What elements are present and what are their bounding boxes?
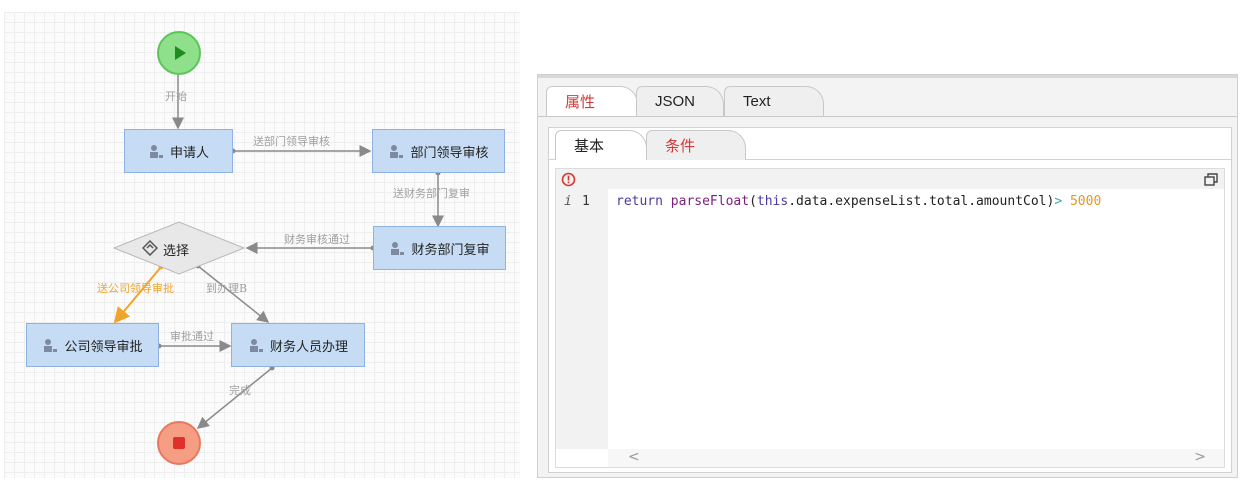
user-icon bbox=[149, 145, 163, 158]
user-icon bbox=[249, 339, 263, 352]
scroll-right-button[interactable]: > bbox=[1194, 449, 1206, 465]
node-label: 申请人 bbox=[169, 145, 209, 161]
stop-icon bbox=[173, 437, 185, 449]
code-line[interactable]: return parseFloat(this.data.expenseList.… bbox=[616, 194, 1101, 209]
subtab-row-divider bbox=[549, 159, 1231, 160]
code-paren-close: ) bbox=[1046, 194, 1055, 209]
user-icon bbox=[390, 145, 404, 158]
choice-gateway-shape bbox=[112, 221, 246, 275]
node-finance-staff[interactable]: 财务人员办理 bbox=[231, 323, 365, 367]
play-icon bbox=[175, 46, 186, 60]
editor-toolbar bbox=[556, 169, 1224, 189]
info-marker-icon: i bbox=[564, 194, 572, 209]
tab-row-divider bbox=[538, 116, 1237, 117]
edge-label-finance-pass: 财务审核通过 bbox=[284, 233, 350, 246]
code-path: .data.expenseList.total.amountCol bbox=[788, 194, 1047, 209]
code-keyword-this: this bbox=[756, 194, 789, 209]
edge-label-start: 开始 bbox=[165, 90, 187, 103]
edge-label-to-company: 送公司领导审批 bbox=[97, 282, 174, 295]
code-operator: > bbox=[1054, 194, 1063, 209]
edge-label-to-finance: 送财务部门复审 bbox=[393, 187, 470, 200]
node-label: 部门领导审核 bbox=[410, 145, 489, 161]
line-number: 1 bbox=[582, 194, 590, 209]
node-label: 财务部门复审 bbox=[411, 242, 490, 258]
workflow-canvas[interactable]: 申请人 部门领导审核 财务部门复审 公司领导审批 财务人员办理 选择 开始 送部… bbox=[4, 12, 520, 478]
subtab-basic[interactable]: 基本 bbox=[555, 130, 647, 160]
tab-properties[interactable]: 属性 bbox=[546, 86, 638, 116]
edge-label-approve-pass: 审批通过 bbox=[170, 330, 214, 343]
start-node[interactable] bbox=[157, 31, 201, 75]
editor-gutter: i 1 bbox=[556, 189, 608, 449]
edge-complete bbox=[196, 367, 273, 429]
panel-top-border bbox=[538, 75, 1237, 78]
node-dept-review[interactable]: 部门领导审核 bbox=[372, 129, 505, 173]
scroll-left-button[interactable]: < bbox=[628, 449, 640, 465]
gateway-label: 选择 bbox=[163, 244, 190, 259]
edge-label-complete: 完成 bbox=[229, 384, 251, 397]
tab-text[interactable]: Text bbox=[724, 86, 824, 116]
node-company-approval[interactable]: 公司领导审批 bbox=[26, 323, 159, 367]
node-finance-recheck[interactable]: 财务部门复审 bbox=[373, 226, 506, 270]
code-paren-open: ( bbox=[749, 194, 757, 209]
end-node[interactable] bbox=[157, 421, 201, 465]
code-number: 5000 bbox=[1069, 194, 1102, 209]
node-label: 财务人员办理 bbox=[269, 339, 348, 355]
node-label: 公司领导审批 bbox=[64, 339, 143, 355]
flow-connectors bbox=[112, 75, 444, 429]
restore-window-icon[interactable] bbox=[1204, 173, 1218, 186]
edge-label-to-staff: 到办理B bbox=[206, 282, 248, 295]
edge-to-company bbox=[113, 266, 162, 324]
code-keyword-return: return bbox=[616, 194, 663, 209]
error-icon bbox=[561, 172, 576, 187]
horizontal-scrollbar[interactable]: < > bbox=[608, 449, 1224, 467]
code-editor[interactable]: i 1 return parseFloat(this.data.expenseL… bbox=[555, 168, 1225, 468]
property-panel: 属性 JSON Text 基本 条件 i 1 return pa bbox=[537, 74, 1238, 478]
gateway-icon bbox=[142, 240, 158, 256]
properties-content: 基本 条件 i 1 return parseFloat(this.data.ex… bbox=[548, 127, 1232, 473]
subtab-condition[interactable]: 条件 bbox=[646, 130, 746, 160]
edge-to-staff bbox=[197, 265, 270, 323]
user-icon bbox=[391, 242, 405, 255]
node-applicant[interactable]: 申请人 bbox=[124, 129, 233, 173]
edge-label-to-dept: 送部门领导审核 bbox=[253, 135, 330, 148]
user-icon bbox=[44, 339, 58, 352]
tab-json[interactable]: JSON bbox=[636, 86, 724, 116]
code-function: parseFloat bbox=[670, 194, 750, 209]
